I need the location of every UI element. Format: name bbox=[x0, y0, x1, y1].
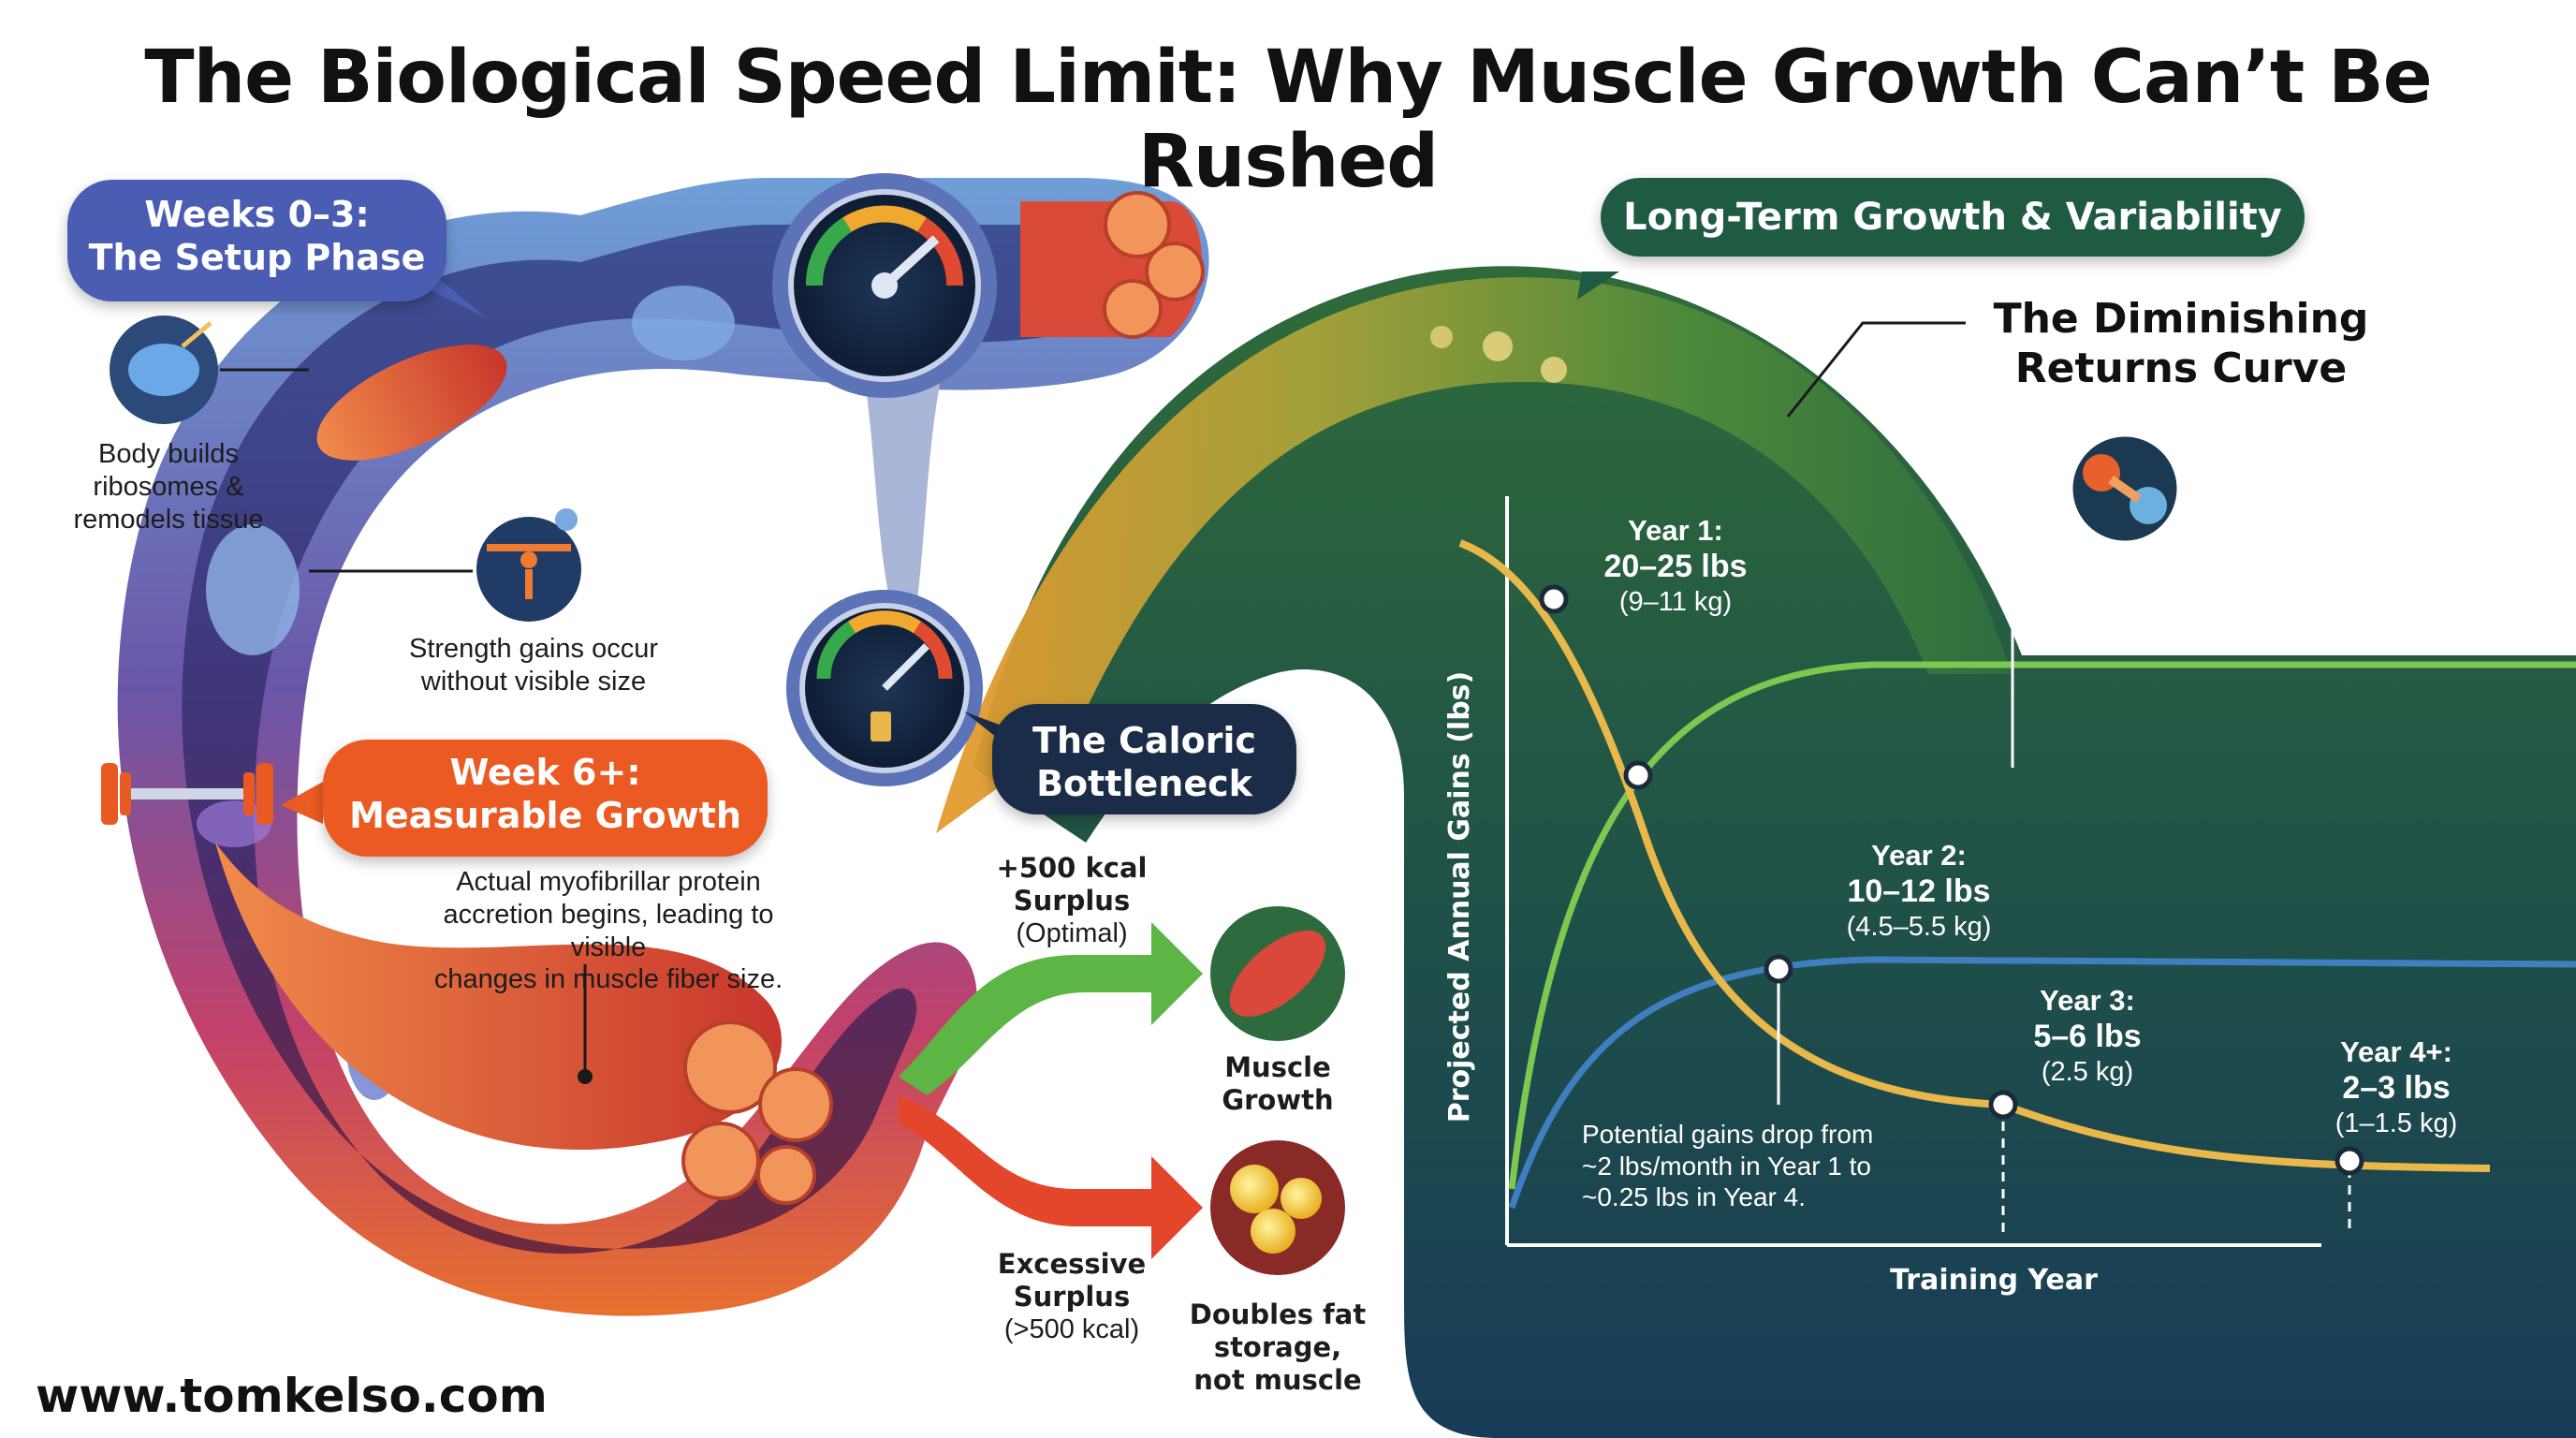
curve-title-leader bbox=[1786, 321, 1966, 418]
drop-note: Potential gains drop from ~2 lbs/month i… bbox=[1582, 1120, 1874, 1212]
growth-phase-line1: Week 6+: bbox=[449, 752, 641, 793]
chart-point-metric: (2.5 kg) bbox=[2041, 1056, 2134, 1087]
nuclei-leader bbox=[2011, 508, 2059, 768]
chart-point bbox=[1764, 954, 1793, 984]
chart-x-label: Training Year bbox=[1890, 1264, 2098, 1297]
muscle-growth-icon bbox=[1210, 906, 1345, 1041]
chart-point-metric: (9–11 kg) bbox=[1618, 586, 1733, 617]
muscle-growth-label: Muscle Growth bbox=[1222, 1051, 1334, 1116]
setup-phase-line2: The Setup Phase bbox=[88, 237, 426, 279]
muscle-bundle-large bbox=[215, 843, 833, 1205]
optimal-surplus-label: +500 kcal Surplus (Optimal) bbox=[996, 852, 1148, 948]
chart-point-metric: (1–1.5 kg) bbox=[2334, 1108, 2458, 1138]
chart-point-label: Year 4+:2–3 lbs(1–1.5 kg) bbox=[2256, 1034, 2537, 1140]
chart-point-value: 10–12 lbs bbox=[1847, 873, 1991, 910]
strength-note: Strength gains occur without visible siz… bbox=[409, 634, 658, 697]
caloric-bottleneck-bubble: The Caloric Bottleneck bbox=[992, 704, 1296, 814]
setup-phase-bubble: Weeks 0–3: The Setup Phase bbox=[67, 180, 446, 301]
chart-point-label: Year 2:10–12 lbs(4.5–5.5 kg) bbox=[1760, 838, 2078, 944]
fuel-gauge-icon bbox=[786, 590, 983, 786]
longterm-banner: Long-Term Growth & Variability bbox=[1601, 178, 2305, 257]
excess-surplus-label: Excessive Surplus (>500 kcal) bbox=[997, 1248, 1147, 1344]
growth-phase-bubble: Week 6+: Measurable Growth bbox=[323, 740, 768, 857]
growth-arch bbox=[936, 277, 2012, 833]
setup-phase-line1: Weeks 0–3: bbox=[144, 194, 370, 235]
muscle-tube-outer bbox=[117, 178, 1209, 1316]
chart-point-year: Year 3: bbox=[2040, 984, 2135, 1017]
nuclei-icon bbox=[2068, 432, 2182, 546]
chart-point-year: Year 1: bbox=[1628, 514, 1723, 547]
cell-shape bbox=[206, 524, 300, 655]
chart-point-year: Year 2: bbox=[1871, 839, 1967, 872]
chart-point bbox=[1988, 1090, 2018, 1120]
weightlifter-icon bbox=[476, 508, 581, 622]
cell-shape bbox=[632, 286, 735, 360]
nuclei-note: Add ~26% more nuclei via satellite cell … bbox=[2200, 443, 2465, 536]
lower-growth-curve bbox=[1508, 956, 2576, 1210]
accretion-leader-dot bbox=[578, 1069, 593, 1084]
diminishing-returns-curve bbox=[1458, 539, 2491, 1172]
chart-points bbox=[1539, 584, 2364, 1176]
muscle-fiber-small bbox=[316, 345, 507, 461]
growth-bubble-tail bbox=[281, 782, 323, 824]
curve-intersection-dot bbox=[1623, 760, 1653, 790]
ribosome-icon bbox=[110, 315, 218, 424]
ribosome-note: Body builds ribosomes & remodels tissue bbox=[73, 439, 264, 535]
optimal-arrow bbox=[899, 922, 1203, 1095]
chart-point bbox=[1539, 584, 1569, 614]
dumbbell-icon bbox=[101, 763, 273, 825]
chart-point-year: Year 4+: bbox=[2340, 1035, 2452, 1068]
arch-dot bbox=[1541, 357, 1567, 383]
fat-storage-icon bbox=[1210, 1140, 1345, 1275]
gauge-connector bbox=[861, 356, 945, 599]
fat-storage-label: Doubles fat storage, not muscle bbox=[1189, 1299, 1367, 1396]
arch-dot bbox=[1483, 331, 1513, 361]
chart-point bbox=[2334, 1146, 2364, 1176]
growth-phase-line2: Measurable Growth bbox=[349, 795, 741, 837]
chart-point-metric: (4.5–5.5 kg) bbox=[1846, 911, 1992, 942]
curve-title: The Diminishing Returns Curve bbox=[1993, 295, 2369, 392]
page-title: The Biological Speed Limit: Why Muscle G… bbox=[144, 36, 2432, 204]
chart-point-value: 20–25 lbs bbox=[1603, 549, 1748, 585]
arch-dot bbox=[1430, 326, 1453, 348]
chart-y-label: Projected Annual Gains (lbs) bbox=[1443, 670, 1476, 1123]
banner-tail bbox=[1577, 271, 1619, 300]
chart-point-value: 5–6 lbs bbox=[2033, 1019, 2142, 1055]
speedometer-icon bbox=[772, 173, 997, 398]
chart-point-label: Year 1:20–25 lbs(9–11 kg) bbox=[1516, 513, 1835, 619]
excess-arrow bbox=[899, 1095, 1203, 1259]
chart-point-value: 2–3 lbs bbox=[2342, 1070, 2451, 1107]
longterm-panel bbox=[973, 266, 2576, 1438]
chart-point-label: Year 3:5–6 lbs(2.5 kg) bbox=[1947, 983, 2228, 1089]
muscle-fiber-bundle-top bbox=[1020, 191, 1205, 339]
footer-url: www.tomkelso.com bbox=[36, 1369, 548, 1423]
accretion-note: Actual myofibrillar protein accretion be… bbox=[433, 867, 783, 995]
